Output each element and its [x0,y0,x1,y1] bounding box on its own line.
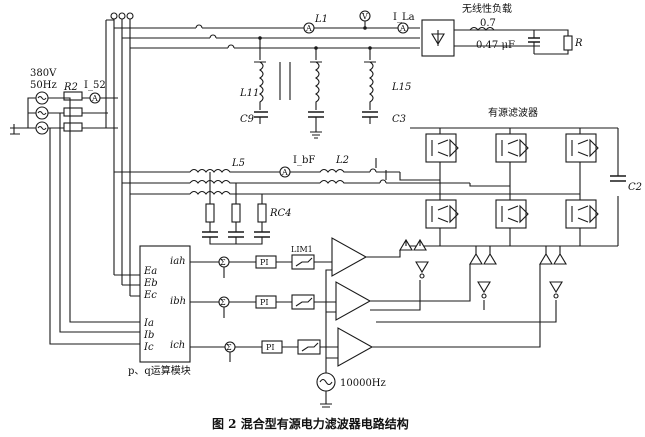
pq-input-ea: Ea [143,266,157,277]
comparator-c [337,327,374,367]
igbt-leg-a [425,133,459,229]
active-filter-title: 有源滤波器 [488,106,538,119]
line-current-label: L1 [314,14,328,25]
source-voltage-label: 380V [30,68,57,79]
l15-label: L15 [391,82,411,93]
pq-output-ich: ich [170,340,185,351]
svg-text:A: A [281,168,288,177]
source-resistor-b [63,107,83,117]
pq-module: Ea Eb Ec Ia Ib Ic iah ibh ich p、q运算模块 [49,97,191,377]
main-lines: A L1 V A I_La [114,10,420,50]
limiter-label: LIM1 [291,245,313,254]
active-filter: 有源滤波器 C2 [399,106,642,299]
svg-text:Σ: Σ [226,343,232,352]
filter-lines: L5 A I_bF L2 RC4 [114,155,540,245]
source-resistor-a [63,91,83,101]
svg-text:Σ: Σ [220,298,226,307]
load-resistor [563,35,573,51]
igbt-leg-b [495,133,529,229]
pi-label-c: PI [266,343,275,352]
rc4-label: RC4 [269,208,292,219]
ammeter-l1 [303,22,315,34]
c3-label: C3 [392,114,406,125]
bus-terminals [105,12,134,296]
pi-label-a: PI [260,258,269,267]
pq-input-ib: Ib [143,330,154,341]
pq-output-iah: iah [170,256,186,267]
load-title: 无线性负载 [462,2,512,15]
svg-text:A: A [399,24,406,33]
pq-input-ic: Ic [143,342,154,353]
ammeter-load [397,22,409,34]
pi-label-b: PI [260,298,269,307]
comparator-a [331,237,368,277]
svg-text:A: A [305,24,312,33]
control-chain: Σ Σ Σ PI PI PI LIM1 10000Hz [190,237,557,408]
passive-filter: L11 L15 C9 C3 [239,38,411,139]
svg-text:A: A [91,94,98,103]
source-resistor-c [63,122,83,132]
pq-module-box [139,245,191,363]
load-value-2: 0.47 μF [476,40,515,51]
ac-source-group: 380V 50Hz R2 A I_52 [10,68,118,135]
nonlinear-load: 无线性负载 0.7 0.47 μF R [421,2,583,57]
figure-caption: 图 2 混合型有源电力滤波器电路结构 [212,416,409,431]
source-resistor-label: R2 [63,82,78,93]
l2-label: L2 [335,155,349,166]
pq-input-eb: Eb [143,278,158,289]
l5-label: L5 [231,158,245,169]
svg-text:Σ: Σ [220,258,226,267]
pq-input-ec: Ec [143,290,157,301]
voltmeter-label: V [361,12,368,21]
source-current-label: I_52 [84,80,106,91]
comparator-b [335,281,372,321]
c9-label: C9 [240,114,255,125]
filter-current-label: I_bF [293,155,315,166]
load-current-label: I_La [393,12,415,23]
l11-label: L11 [239,88,259,99]
c2-label: C2 [628,182,642,193]
source-frequency-label: 50Hz [30,80,57,91]
ground-symbol [10,97,36,135]
pq-module-label: p、q运算模块 [128,364,191,377]
pq-input-ia: Ia [143,318,154,329]
igbt-leg-c [565,133,599,229]
carrier-frequency-label: 10000Hz [340,378,386,389]
load-resistor-label: R [574,38,583,49]
load-value-1: 0.7 [480,18,496,29]
pq-output-ibh: ibh [170,296,186,307]
